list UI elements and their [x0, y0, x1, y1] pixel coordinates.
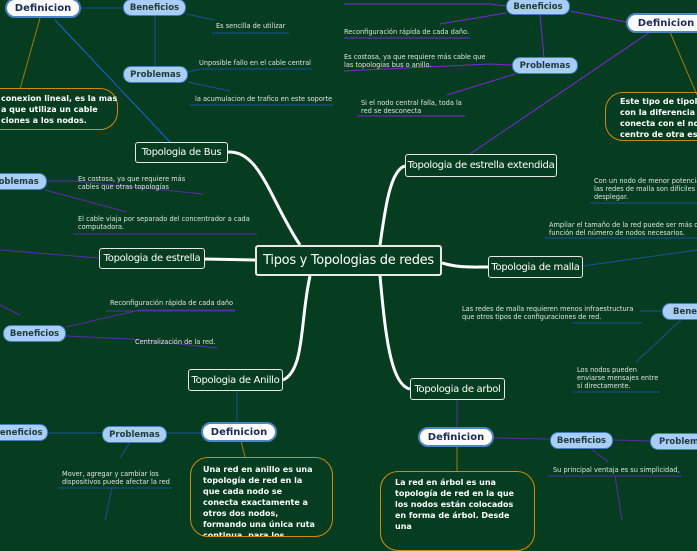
topic-estrella-extendida[interactable]: Topologia de estrella extendida [405, 154, 557, 177]
bus-definicion[interactable]: Definicion [5, 0, 81, 18]
arbol-definicion-text: La red en árbol es una topología de red … [380, 471, 535, 551]
topic-anillo[interactable]: Topologia de Anillo [188, 369, 283, 391]
def-line: Este tipo de tipolog [620, 97, 697, 106]
topic-bus[interactable]: Topologia de Bus [135, 142, 228, 163]
bus-problema-2: la acumulacion de trafico en este soport… [195, 95, 333, 103]
estrella-problema-2: El cable viaja por separado del concentr… [78, 215, 250, 231]
malla-beneficio-2: Los nodos pueden enviarse mensajes entre… [577, 366, 659, 390]
def-line: conexion lineal, es la mas [1, 94, 118, 103]
topic-estrella[interactable]: Topologia de estrella [99, 248, 205, 269]
malla-beneficio-1: Las redes de malla requieren menos infra… [462, 305, 634, 321]
anillo-beneficios[interactable]: Beneficios [0, 424, 48, 441]
arbol-beneficios[interactable]: Beneficios [550, 432, 613, 449]
bus-beneficios[interactable]: Beneficios [123, 0, 186, 16]
arbol-definicion[interactable]: Definicion [418, 427, 494, 447]
malla-beneficios[interactable]: Benefi [662, 303, 697, 320]
anillo-definicion-text: Una red en anillo es una topología de re… [190, 457, 333, 537]
estrella-beneficio-1: Reconfiguración rápida de cada daño [110, 299, 234, 307]
estrella-beneficios[interactable]: Beneficios [3, 325, 66, 342]
malla-problema-1: Con un nodo de menor potencia, las redes… [594, 177, 697, 201]
extendida-problema-2: Si el nodo central falla, toda la red se… [361, 99, 462, 115]
connector-lines [0, 3, 697, 520]
extendida-problema-1: Es costosa, ya que requiere más cable qu… [344, 53, 486, 69]
extendida-problemas[interactable]: Problemas [512, 57, 578, 74]
extendida-beneficio-1: Reconfiguración rápida de cada daño. [344, 28, 470, 36]
anillo-definicion[interactable]: Definicion [201, 422, 277, 442]
def-line: con la diferencia de [620, 108, 697, 117]
def-line: conecta con el nodo [620, 119, 697, 128]
bus-beneficio-1: Es sencilla de utilizar [216, 22, 286, 30]
def-line: a que utiliza un cable [1, 105, 98, 114]
extendida-definicion-text: Este tipo de tipolog con la diferencia d… [605, 92, 697, 141]
arbol-problemas[interactable]: Problema [650, 433, 697, 450]
extendida-definicion[interactable]: Definicion [626, 13, 697, 33]
estrella-beneficio-2: Centralización de la red. [135, 338, 216, 346]
central-topic[interactable]: Tipos y Topologias de redes [255, 245, 442, 276]
anillo-problemas[interactable]: Problemas [102, 426, 167, 443]
anillo-problema-1: Mover, agregar y cambiar los dispositivo… [62, 470, 170, 486]
arbol-beneficio-1: Su principal ventaja es su simplicidad, [553, 466, 680, 474]
estrella-problemas[interactable]: Problemas [0, 173, 47, 190]
bus-problema-1: Unposible fallo en el cable central [199, 59, 312, 67]
bus-problemas[interactable]: Problemas [123, 66, 188, 83]
bus-definicion-text: conexion lineal, es la mas a que utiliza… [0, 88, 118, 130]
def-line: ciones a los nodos. [1, 116, 87, 125]
topic-arbol[interactable]: Topologia de arbol [410, 378, 505, 400]
extendida-beneficios[interactable]: Beneficios [506, 0, 570, 15]
malla-problema-2: Ampliar el tamaño de la red puede ser má… [549, 221, 697, 237]
estrella-problema-1: Es costosa, ya que requiere más cables q… [78, 175, 186, 191]
def-line: centro de otra estre [620, 130, 697, 139]
topic-malla[interactable]: Topologia de malla [488, 256, 583, 278]
